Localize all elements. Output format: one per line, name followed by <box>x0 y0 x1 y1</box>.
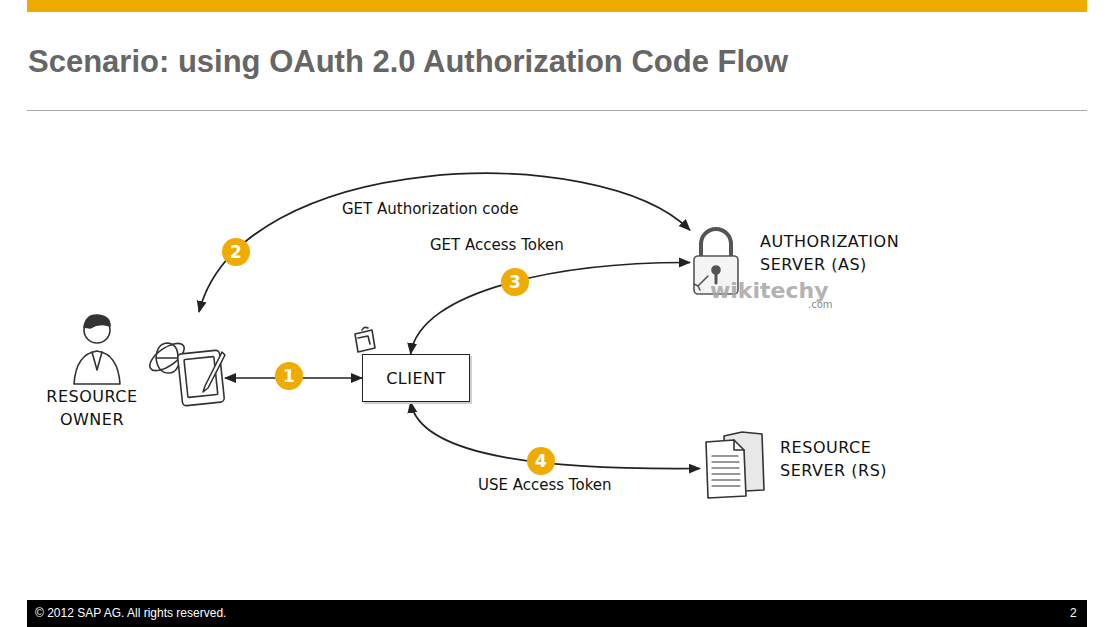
actor-node: RESOURCE SERVER (RS) <box>700 430 920 500</box>
node-label: RESOURCE OWNER <box>27 385 157 431</box>
edge-label: USE Access Token <box>476 476 614 495</box>
callout-number: 1 <box>275 362 303 390</box>
document-icon <box>706 432 764 498</box>
edge-label: GET Access Token <box>428 236 566 255</box>
callout-number: 4 <box>527 447 555 475</box>
title-rule <box>27 110 1087 111</box>
node-label: RESOURCE SERVER (RS) <box>780 436 920 482</box>
client-icon <box>355 327 375 352</box>
callout-number: 2 <box>222 238 250 266</box>
flow-arrow <box>199 173 690 312</box>
flow-arrow <box>411 262 690 354</box>
slide-title: Scenario: using OAuth 2.0 Authorization … <box>28 44 788 80</box>
actor-node: RESOURCE OWNER <box>25 312 225 435</box>
edge-label: GET Authorization code <box>340 200 520 219</box>
callout-number: 3 <box>501 268 529 296</box>
footer-text: © 2012 SAP AG. All rights reserved. <box>35 606 226 620</box>
client-box: CLIENT <box>362 354 470 402</box>
node-label: AUTHORIZATION SERVER (AS) <box>760 230 950 276</box>
footer-text: 2 <box>1070 606 1077 620</box>
top-bar <box>27 0 1087 12</box>
node-label: CLIENT <box>386 367 446 390</box>
watermark: .com <box>808 299 833 310</box>
flow-arrow <box>411 402 700 469</box>
tablet-icon <box>177 350 225 406</box>
person-icon <box>74 315 120 384</box>
